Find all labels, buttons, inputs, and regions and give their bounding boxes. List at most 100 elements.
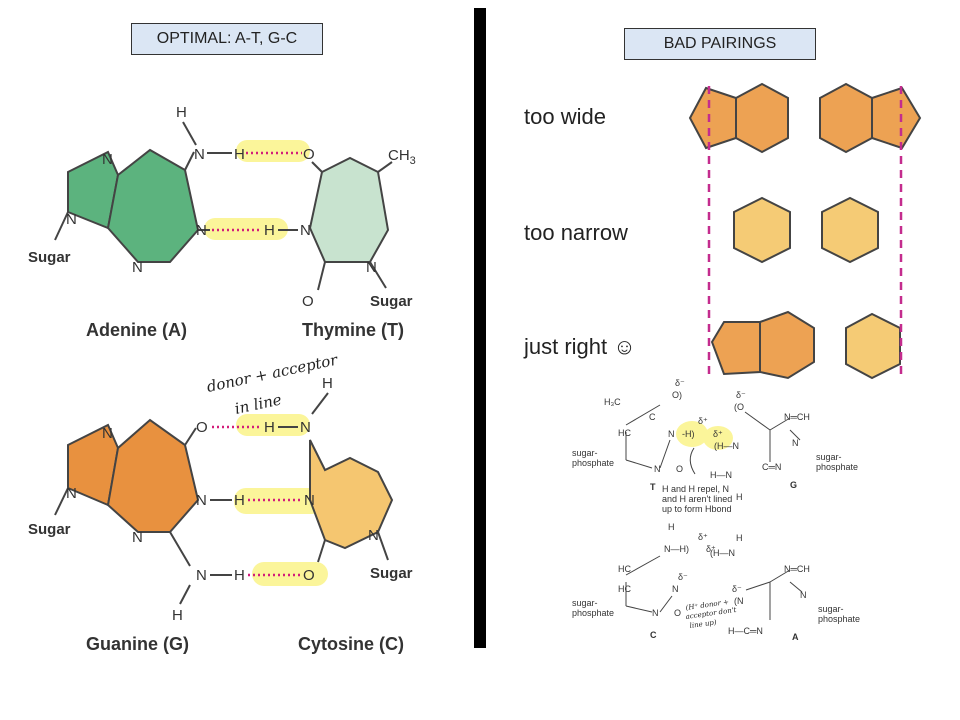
atom-h: H: [234, 146, 245, 163]
atom-o: O: [303, 146, 315, 163]
thymine-sugar: Sugar: [370, 293, 413, 310]
atom-n: N: [132, 259, 143, 276]
atom-h: H: [264, 222, 275, 239]
hbond-highlight: [236, 140, 310, 162]
atom-n: N: [132, 529, 143, 546]
sugar-phosphate: phosphate: [572, 608, 614, 618]
atom-n: N: [792, 438, 799, 448]
atom-n: N: [66, 211, 77, 228]
atom-n: N: [102, 425, 113, 442]
o-label: O: [674, 608, 681, 618]
adenine-name: Adenine (A): [86, 320, 187, 340]
atom-n: N: [102, 151, 113, 168]
wide-left-five-ring: [688, 86, 737, 150]
base-c: C: [650, 630, 657, 640]
atom-h: H: [668, 522, 675, 532]
atom-n: N═CH: [784, 412, 810, 422]
too-narrow-label: too narrow: [524, 220, 628, 245]
atom-o: O: [302, 293, 314, 310]
base-g: G: [790, 480, 797, 490]
atom-h: H—C═N: [728, 626, 763, 636]
atom-n: N: [196, 492, 207, 509]
right-five-ring: [710, 321, 761, 376]
mismatch-note: up to form Hbond: [662, 504, 732, 514]
atom-n: C═N: [762, 462, 781, 472]
wide-left-six-ring: [735, 82, 789, 154]
sugar-phosphate: phosphate: [818, 614, 860, 624]
atom-n: N: [300, 222, 311, 239]
atom-hc: HC: [618, 564, 631, 574]
bad-pairings-label: BAD PAIRINGS: [624, 28, 816, 60]
sugar-phosphate: sugar-: [572, 598, 598, 608]
mismatch-highlight: [676, 421, 708, 447]
mismatch-note: and H aren't lined: [662, 494, 732, 504]
atom-n: N: [304, 492, 315, 509]
sugar-phosphate: phosphate: [572, 458, 614, 468]
atom-n: N: [300, 419, 311, 436]
guanine-six-ring: [106, 418, 200, 533]
delta-plus: δ⁺: [713, 429, 723, 439]
atom-n: N—H): [664, 544, 689, 554]
handwritten-small-note: line up): [689, 618, 717, 630]
narrow-left-ring: [733, 196, 791, 264]
adenine-thymine-pair: N N N N N H H O H N Sugar CH3 O N Sugar …: [28, 104, 416, 340]
atom-n: N: [672, 584, 679, 594]
atom-h: H: [264, 419, 275, 436]
atom-n: N: [368, 527, 379, 544]
cytosine-sugar: Sugar: [370, 565, 413, 582]
sugar-phosphate: sugar-: [818, 604, 844, 614]
atom-n: N: [194, 146, 205, 163]
atom-h: H: [172, 607, 183, 624]
cytosine-ring: [309, 439, 394, 550]
atom-o: O: [303, 567, 315, 584]
guanine-sugar: Sugar: [28, 521, 71, 538]
delta-minus: δ⁻: [675, 378, 685, 388]
wide-right-six-ring: [819, 82, 873, 154]
guanine-cytosine-pair: N N N N O N H Sugar H N H H H O N N Suga…: [28, 375, 413, 654]
o-label: O): [672, 390, 682, 400]
atom-h: H: [736, 492, 743, 502]
atom-n: (N: [734, 596, 744, 606]
atom-h: H: [234, 492, 245, 509]
too-wide-label: too wide: [524, 104, 606, 129]
divider-bar: [474, 8, 486, 648]
delta-plus: δ⁺: [706, 544, 716, 554]
atom-n: N: [654, 464, 661, 474]
atom-c: C: [649, 412, 656, 422]
atom-h: -H): [682, 429, 695, 439]
atom-h: H—N: [710, 470, 732, 480]
sugar-phosphate: phosphate: [816, 462, 858, 472]
delta-minus: δ⁻: [736, 390, 746, 400]
wide-right-five-ring: [871, 86, 922, 150]
pairing-shapes: [688, 82, 922, 380]
atom-h: H: [736, 533, 743, 543]
atom-h: H: [322, 375, 333, 392]
atom-h: (H—N: [714, 441, 739, 451]
atom-n: N: [366, 259, 377, 276]
thymine-ring: [308, 156, 390, 263]
narrow-right-ring: [821, 196, 879, 264]
right-six-ring: [759, 310, 815, 380]
sugar-phosphate: sugar-: [816, 452, 842, 462]
atom-n: N: [668, 429, 675, 439]
delta-minus: δ⁻: [678, 572, 688, 582]
methyl-group: CH3: [388, 147, 416, 167]
cytosine-name: Cytosine (C): [298, 634, 404, 654]
atom-o: O: [196, 419, 208, 436]
atom-h: H: [234, 567, 245, 584]
atom-n: N: [196, 222, 207, 239]
arrow: [689, 447, 696, 475]
adenine-sugar: Sugar: [28, 249, 71, 266]
handwritten-note: donor + acceptor: [205, 350, 340, 395]
just-right-label: just right ☺: [524, 334, 636, 359]
adenine-six-ring: [106, 148, 200, 263]
o-label: O: [676, 464, 683, 474]
hbond-highlight: [204, 218, 288, 240]
atom-n: N: [66, 485, 77, 502]
atom-n: N: [800, 590, 807, 600]
thymine-name: Thymine (T): [302, 320, 404, 340]
delta-minus: δ⁻: [732, 584, 742, 594]
mismatch-tg-diagram: H₃C C HC N N O) δ⁻ -H) δ⁺ O sugar- phosp…: [572, 378, 858, 514]
handwritten-note: in line: [233, 390, 283, 417]
